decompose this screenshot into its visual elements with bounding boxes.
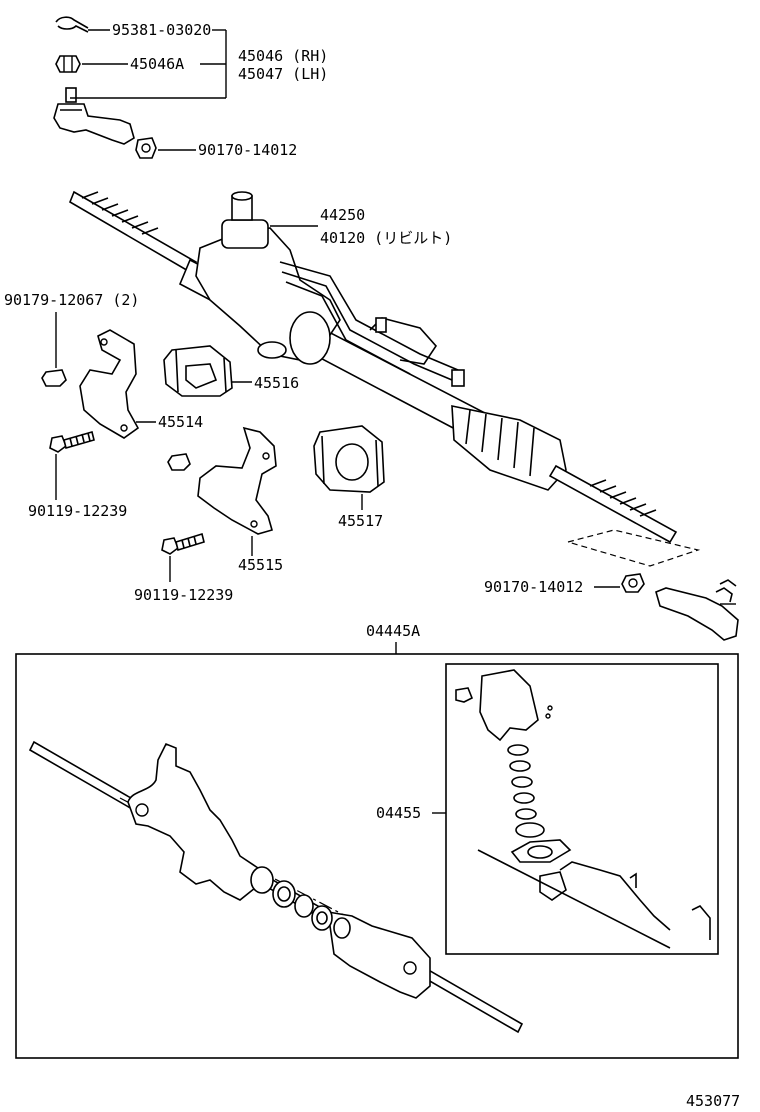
- part-label-90170-14012-bottom[interactable]: 90170-14012: [484, 578, 583, 596]
- bolt-icon-a: [49, 431, 95, 453]
- bracket-45514-icon: [79, 329, 140, 439]
- part-label-44250[interactable]: 44250: [320, 206, 365, 224]
- grommet-45517-icon: [313, 425, 385, 493]
- part-label-04455[interactable]: 04455: [376, 804, 421, 822]
- part-label-04445A[interactable]: 04445A: [366, 622, 420, 640]
- bracket-nut-icon: [41, 369, 67, 387]
- tie-rod-end-icon-right: [655, 579, 739, 641]
- cotter-pin-icon: [55, 16, 89, 33]
- part-label-40120[interactable]: 40120 (リビルト): [320, 229, 452, 247]
- part-label-45517[interactable]: 45517: [338, 512, 383, 530]
- tie-rod-end-group-top: 95381-03020 45046A 45046 (RH) 45047 (LH)…: [53, 16, 328, 159]
- bolt-icon-b: [161, 532, 205, 555]
- part-label-45516[interactable]: 45516: [254, 374, 299, 392]
- steering-rack-assembly-icon: [69, 190, 678, 544]
- rack-exploded-seal-view: [28, 740, 524, 1034]
- part-label-95381-03020[interactable]: 95381-03020: [112, 21, 211, 39]
- part-label-45515[interactable]: 45515: [238, 556, 283, 574]
- part-label-90119-12239-b[interactable]: 90119-12239: [134, 586, 233, 604]
- part-label-45514[interactable]: 45514: [158, 413, 203, 431]
- lock-nut-icon: [135, 137, 157, 159]
- part-label-45046-rh[interactable]: 45046 (RH): [238, 47, 328, 65]
- bracket-45515-icon: [197, 426, 277, 535]
- diagram-id: 453077: [686, 1092, 740, 1110]
- seal-kit-frame: [15, 653, 739, 1059]
- tie-rod-end-icon: [53, 87, 135, 145]
- nut-icon-2: [167, 453, 191, 471]
- dashed-rod-outline: [565, 529, 701, 567]
- lock-nut-icon-right: [621, 573, 645, 593]
- part-label-90119-12239-a[interactable]: 90119-12239: [28, 502, 127, 520]
- pinion-exploded-seal-view: [455, 669, 711, 949]
- castle-nut-icon: [55, 55, 81, 73]
- part-label-90179-12067[interactable]: 90179-12067 (2): [4, 291, 139, 309]
- grommet-45516-icon: [163, 345, 233, 397]
- part-label-90170-14012-top[interactable]: 90170-14012: [198, 141, 297, 159]
- part-label-45046A[interactable]: 45046A: [130, 55, 184, 73]
- pinion-seal-subframe: [445, 663, 719, 955]
- part-label-45047-lh[interactable]: 45047 (LH): [238, 65, 328, 83]
